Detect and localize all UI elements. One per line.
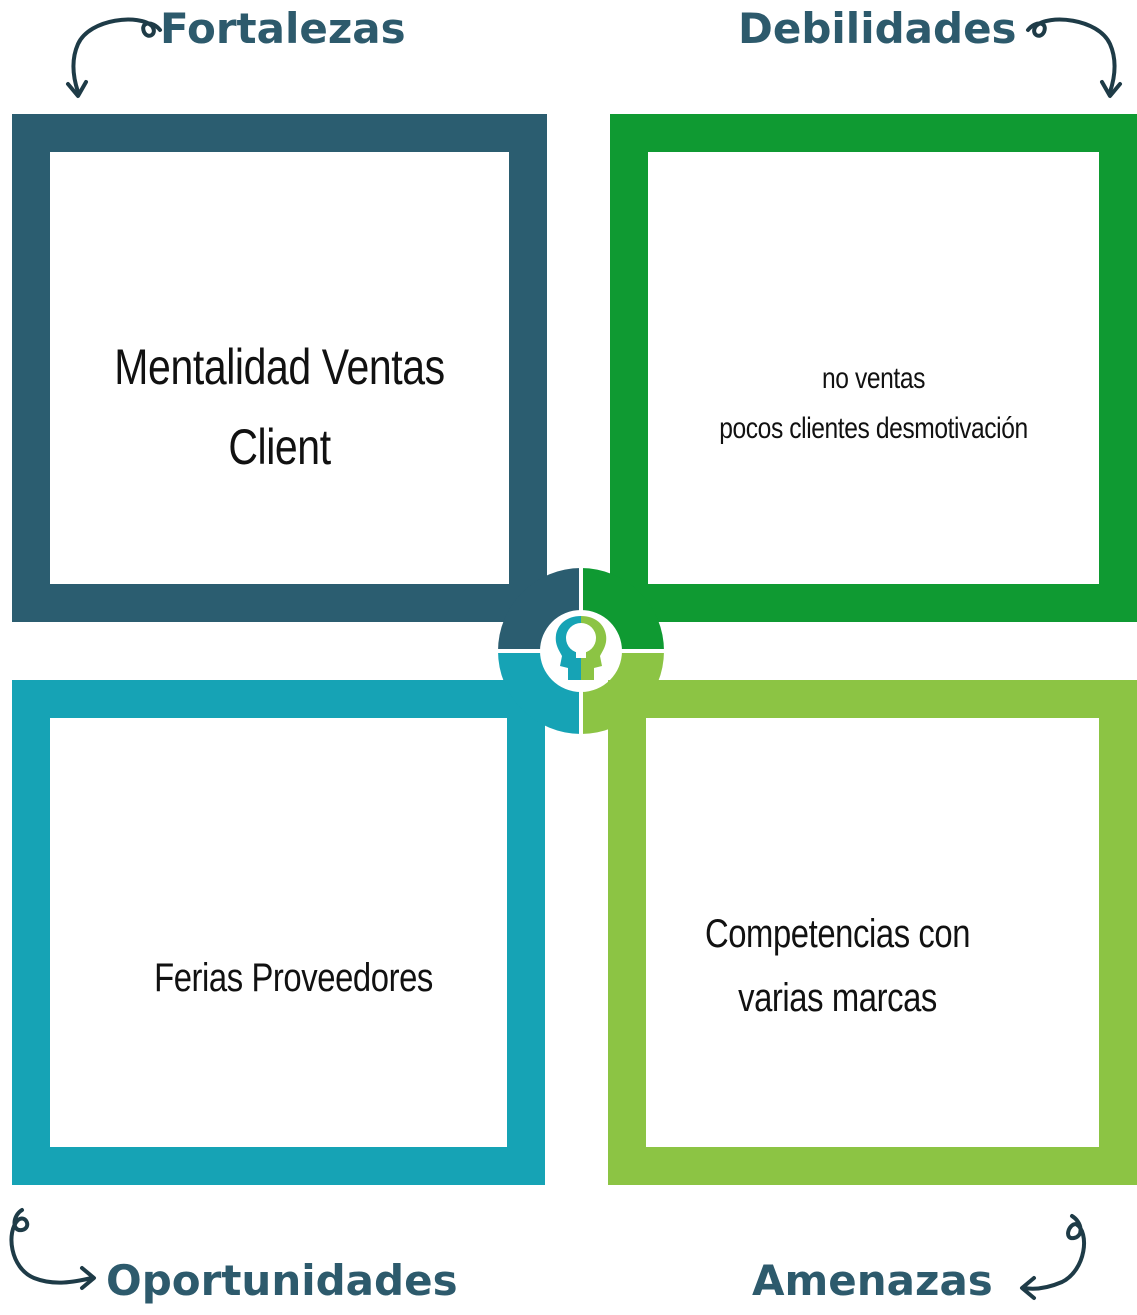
curved-arrow-icon	[66, 17, 162, 98]
amenazas-line-2: varias marcas	[738, 976, 937, 1020]
debilidades-line-1: no ventas	[822, 362, 925, 395]
amenazas-heading: Amenazas	[752, 1256, 993, 1305]
curved-arrow-icon	[9, 1208, 96, 1290]
debilidades-heading: Debilidades	[738, 4, 1017, 53]
oportunidades-line-1: Ferias Proveedores	[154, 956, 433, 1000]
amenazas-box: Competencias con varias marcas	[608, 680, 1137, 1185]
fortalezas-line-1: Mentalidad Ventas	[114, 339, 445, 395]
curved-arrow-icon	[1020, 1214, 1087, 1300]
oportunidades-box: Ferias Proveedores	[12, 680, 545, 1185]
amenazas-line-1: Competencias con	[704, 912, 971, 956]
oportunidades-heading: Oportunidades	[106, 1256, 458, 1305]
lightbulb-head-icon	[498, 568, 664, 734]
fortalezas-line-2: Client	[228, 419, 331, 475]
fortalezas-box: Mentalidad Ventas Client	[12, 114, 547, 622]
fortalezas-heading: Fortalezas	[160, 4, 406, 53]
debilidades-box: no ventas pocos clientes desmotivación	[610, 114, 1137, 622]
curved-arrow-icon	[1026, 17, 1122, 98]
debilidades-line-2: pocos clientes desmotivación	[719, 412, 1028, 445]
